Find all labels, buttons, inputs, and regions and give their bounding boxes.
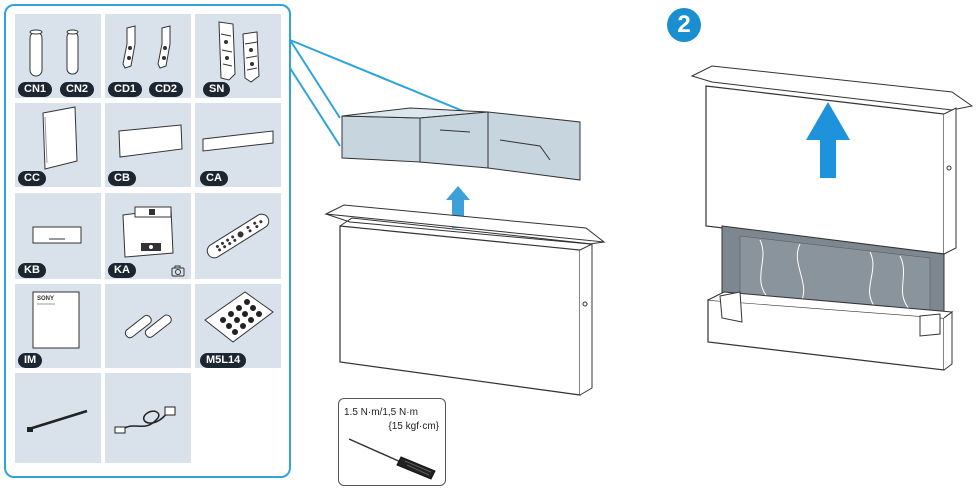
foam-piece-icon (341, 107, 581, 181)
part-cell-ca: CA (195, 103, 281, 187)
instruction-manual-icon: SONY (32, 291, 80, 349)
torque-spec-box: 1.5 N·m/1,5 N·m {15 kgf·cm} (338, 398, 446, 486)
callout-lines (289, 39, 341, 147)
part-label-im: IM (18, 353, 43, 368)
part-cell-empty (195, 373, 281, 463)
part-cell-cn: CN1 CN2 (15, 14, 101, 98)
part-label-kb: KB (18, 263, 46, 278)
part-label-cn1: CN1 (18, 82, 53, 97)
screwdriver-icon (348, 438, 436, 480)
part-cell-kb: KB (15, 193, 101, 279)
power-cord-icon (114, 406, 176, 434)
cable-tie-icon (27, 409, 88, 432)
cover-b-icon (118, 124, 183, 158)
part-label-sn: SN (203, 82, 231, 97)
tv-box-step2 (690, 65, 974, 371)
part-cell-im: SONY IM (15, 284, 101, 368)
screws-bag-icon (204, 291, 274, 343)
part-label-cd1: CD1 (108, 82, 143, 97)
part-cell-ka: KA (105, 193, 191, 279)
part-cell-batteries (105, 284, 191, 368)
foot-cylinders-icon (29, 29, 79, 77)
stand-brackets-icon (122, 25, 171, 69)
part-cell-sn: SN (195, 14, 281, 98)
part-cell-cb: CB (105, 103, 191, 187)
part-cell-power-cord (105, 373, 191, 463)
part-cell-screws: M5L14 (195, 284, 281, 368)
cable-cover-icon (42, 106, 78, 170)
keyboard-cover-icon (32, 226, 82, 244)
camera-icon (171, 265, 185, 277)
part-label-ka: KA (108, 263, 136, 278)
part-label-cd2: CD2 (149, 82, 184, 97)
batteries-icon (124, 314, 172, 339)
manual-brand: SONY (37, 296, 54, 302)
camera-attachment-icon (122, 206, 174, 258)
torque-kgf: {15 kgf·cm} (388, 421, 439, 432)
lift-arrow-large-icon (806, 102, 850, 178)
part-cell-remote (195, 193, 281, 279)
remote-control-icon (206, 213, 270, 259)
part-label-ca: CA (200, 171, 228, 186)
cover-a-icon (202, 130, 274, 152)
part-label-cc: CC (18, 171, 46, 186)
part-cell-cd: CD1 CD2 (105, 14, 191, 98)
part-label-m5l14: M5L14 (200, 353, 247, 368)
tv-box-step1 (324, 204, 606, 396)
step-number: 2 (667, 8, 701, 42)
part-label-cb: CB (108, 171, 136, 186)
part-label-cn2: CN2 (60, 82, 95, 97)
torque-value: 1.5 N·m/1,5 N·m (344, 407, 418, 418)
part-cell-cable-tie (15, 373, 101, 463)
part-cell-cc: CC (15, 103, 101, 187)
stand-neck-icon (218, 21, 260, 83)
